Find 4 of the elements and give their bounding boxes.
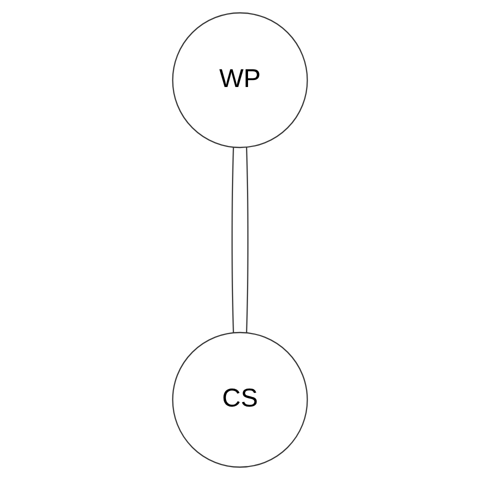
connector: [232, 147, 234, 333]
connector: [246, 147, 248, 333]
node-circle: WP: [172, 12, 308, 148]
node-circle: CS: [172, 332, 308, 468]
